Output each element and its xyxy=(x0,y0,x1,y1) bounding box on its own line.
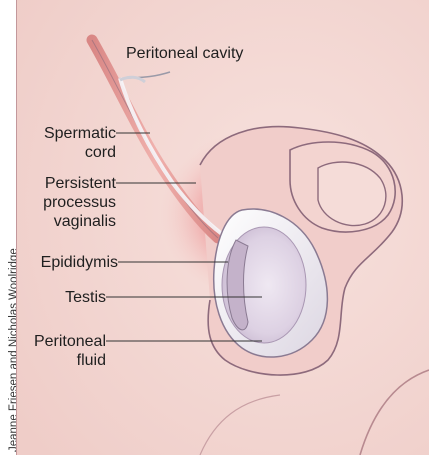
label-testis: Testis xyxy=(65,288,106,307)
illustrator-credit: Jeanne Friesen and Nicholas Woolridge xyxy=(8,248,16,452)
label-epididymis: Epididymis xyxy=(41,253,118,272)
label-peritoneal-fluid: Peritoneal fluid xyxy=(34,332,106,370)
label-persistent-line3: vaginalis xyxy=(43,212,116,231)
label-peritoneal-fluid-line2: fluid xyxy=(34,351,106,370)
label-peritoneal-cavity: Peritoneal cavity xyxy=(126,44,243,63)
credit-strip: Jeanne Friesen and Nicholas Woolridge xyxy=(0,0,16,455)
label-persistent-line1: Persistent xyxy=(43,174,116,193)
label-testis-text: Testis xyxy=(65,289,106,306)
label-peritoneal-fluid-line1: Peritoneal xyxy=(34,332,106,351)
label-spermatic-cord-line2: cord xyxy=(44,143,116,162)
label-epididymis-text: Epididymis xyxy=(41,254,118,271)
label-peritoneal-cavity-text: Peritoneal cavity xyxy=(126,45,243,62)
label-persistent-line2: processus xyxy=(43,193,116,212)
label-persistent-processus: Persistent processus vaginalis xyxy=(43,174,116,231)
label-spermatic-cord: Spermatic cord xyxy=(44,124,116,162)
label-spermatic-cord-line1: Spermatic xyxy=(44,124,116,143)
